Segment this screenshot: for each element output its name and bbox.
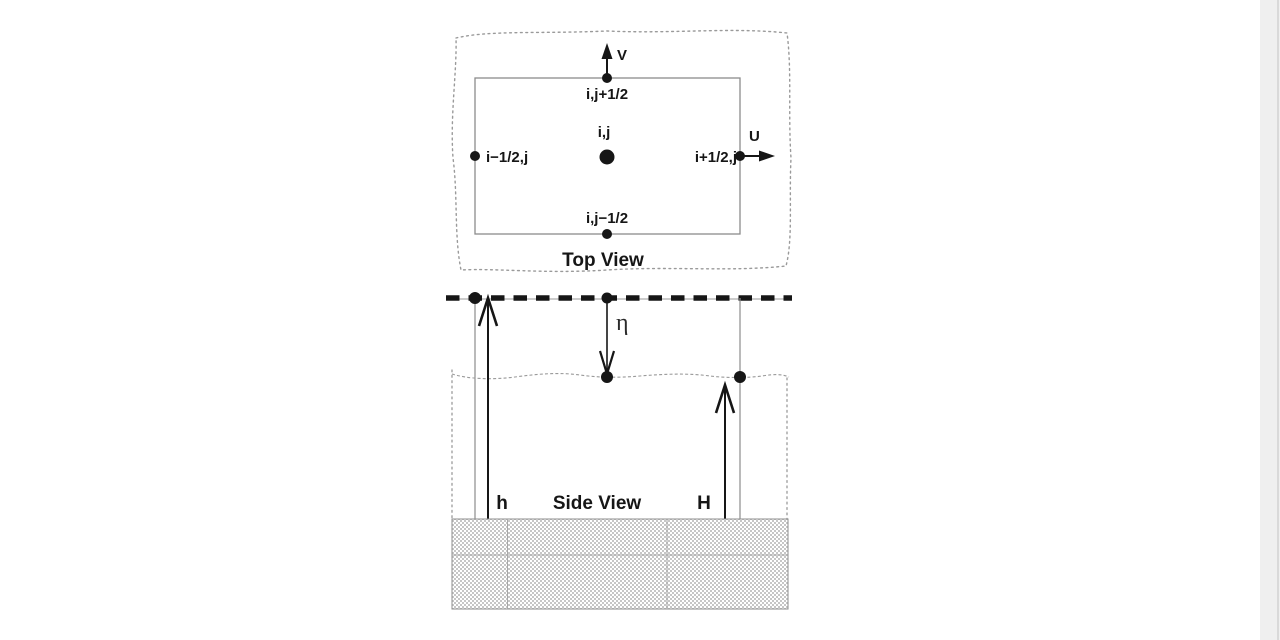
west-point-label: i−1/2,j [486, 149, 528, 166]
scrollbar-track[interactable] [1260, 0, 1280, 640]
south-point-label: i,j−1/2 [586, 210, 628, 227]
north-face-point [602, 73, 612, 83]
south-face-point [602, 229, 612, 239]
v-velocity-label: V [617, 47, 627, 64]
h-arrow-head [477, 293, 499, 327]
H-arrow-head [714, 380, 736, 414]
center-point-label: i,j [598, 124, 611, 141]
bottom-hatch-region [451, 518, 789, 610]
scrollbar-track-edge [1277, 0, 1279, 640]
side-view-title: Side View [553, 493, 642, 514]
mean-surface-center-point [601, 292, 613, 304]
free-surface-wavy-line [451, 372, 790, 380]
cell-center-point [599, 149, 615, 165]
east-face-point [735, 151, 745, 161]
top-view-group: V i,j+1/2 i,j i−1/2,j i+1/2,j U i,j−1/2 … [451, 29, 792, 273]
H-label: H [697, 493, 711, 514]
h-label: h [496, 493, 508, 514]
top-view-dotted-boundary [451, 29, 792, 273]
u-velocity-label: U [749, 128, 760, 145]
v-arrow-head [601, 43, 613, 59]
eta-label: η [616, 310, 629, 336]
mean-surface-left-point [469, 292, 481, 304]
free-surface-center-point [601, 371, 613, 383]
u-arrow-head [759, 150, 775, 162]
west-face-point [470, 151, 480, 161]
side-view-group: η h Side View H [446, 292, 792, 610]
top-view-title: Top View [562, 250, 644, 271]
east-point-label: i+1/2,j [695, 149, 737, 166]
free-surface-right-point [734, 371, 746, 383]
north-point-label: i,j+1/2 [586, 86, 628, 103]
